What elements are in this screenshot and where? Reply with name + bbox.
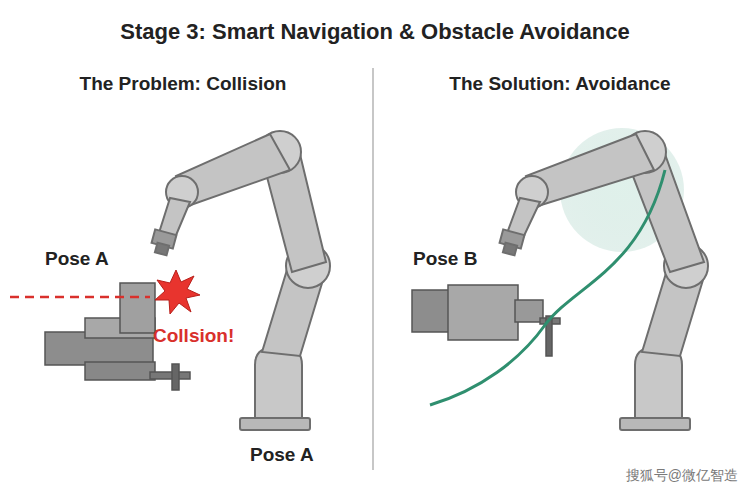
- dashed-path: [10, 296, 150, 299]
- avoidance-path: [430, 170, 665, 405]
- pose-label: Pose B: [413, 248, 477, 270]
- panel-heading: The Problem: Collision: [80, 73, 287, 95]
- watermark: 搜狐号@微亿智造: [626, 467, 738, 485]
- collision-burst: [155, 270, 200, 314]
- pose-label: Pose A: [250, 444, 314, 466]
- vise: [412, 285, 560, 356]
- divider: [372, 68, 374, 470]
- title: Stage 3: Smart Navigation & Obstacle Avo…: [120, 19, 629, 45]
- robot-arm-left: [152, 131, 330, 430]
- panel-heading: The Solution: Avoidance: [449, 73, 670, 95]
- collision-label: Collsion!: [153, 325, 234, 347]
- robot-arm-right: [500, 131, 708, 430]
- pose-label: Pose A: [45, 248, 109, 270]
